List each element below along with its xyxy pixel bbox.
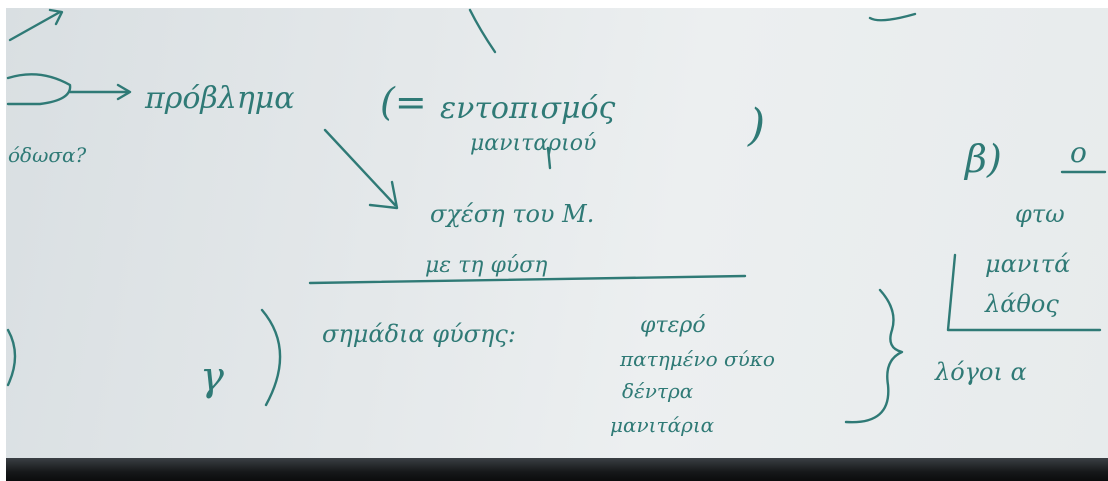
item-feather: φτερό [640,313,706,338]
board-ledge [6,458,1108,481]
top-left-arrow-head [48,8,64,26]
top-diagonal-stroke [468,8,497,54]
right-bracket [946,253,1102,332]
top-right-stroke [868,12,917,22]
right-manita-text: μανιτά [985,250,1070,278]
arrow-to-problem-head [116,83,132,101]
left-oval-fragment [6,73,72,106]
relation-line-2: με τη φύση [425,253,547,278]
left-paren-fragment [6,328,17,387]
top-left-arrow-line [8,10,62,42]
small-caret-stroke [546,146,552,170]
right-lathos-text: λάθος [984,290,1059,318]
eq-close-text: ) [747,100,765,151]
beta-text: β) [963,137,1002,181]
signs-label: σημάδια φύσης: [322,320,516,348]
relation-line-1: σχέση του Μ. [430,200,594,228]
mushroom-gen-text: μανιταριού [470,131,596,156]
eq-word-text: εντοπισμός [440,91,616,126]
item-trees: δέντρα [622,379,694,403]
relation-underline [308,274,747,285]
arrow-to-relation-head [368,180,399,210]
whiteboard [6,8,1108,466]
problem-text: πρόβλημα [144,81,295,116]
list-brace [844,288,904,424]
arrow-to-relation-line [323,128,397,207]
eq-open-text: (= [380,80,427,124]
gamma-text: γ [200,354,224,400]
item-mushrooms: μανιτάρια [610,413,715,437]
reasons-text: λόγοι α [934,358,1027,386]
right-o-text: ο [1070,136,1087,169]
left-fragment-text: όδωσα? [8,143,87,167]
item-fig: πατημένο σύκο [619,347,775,371]
right-fto-text: φτω [1015,200,1065,228]
gamma-paren [260,308,282,407]
